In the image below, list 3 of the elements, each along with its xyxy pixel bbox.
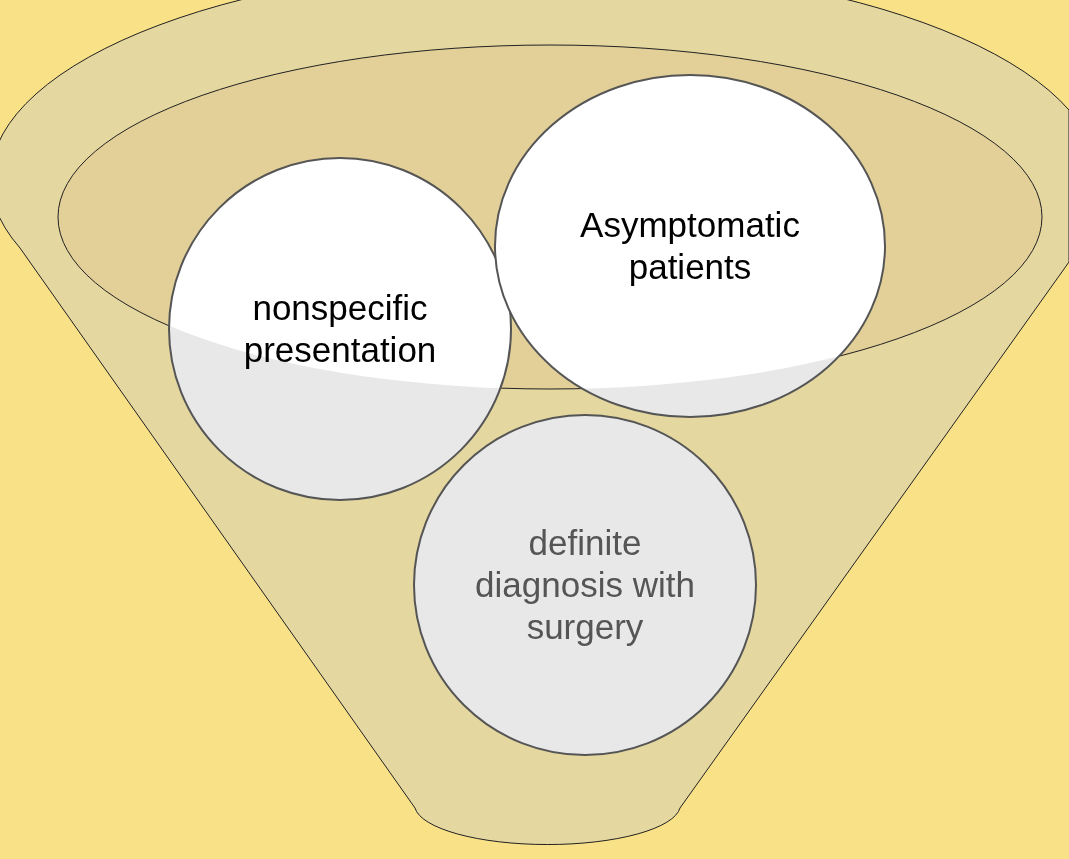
circle-label: Asymptomatic patients <box>579 204 801 288</box>
circle-label: nonspecific presentation <box>242 287 438 371</box>
circle-label: definite diagnosis with surgery <box>474 522 696 648</box>
